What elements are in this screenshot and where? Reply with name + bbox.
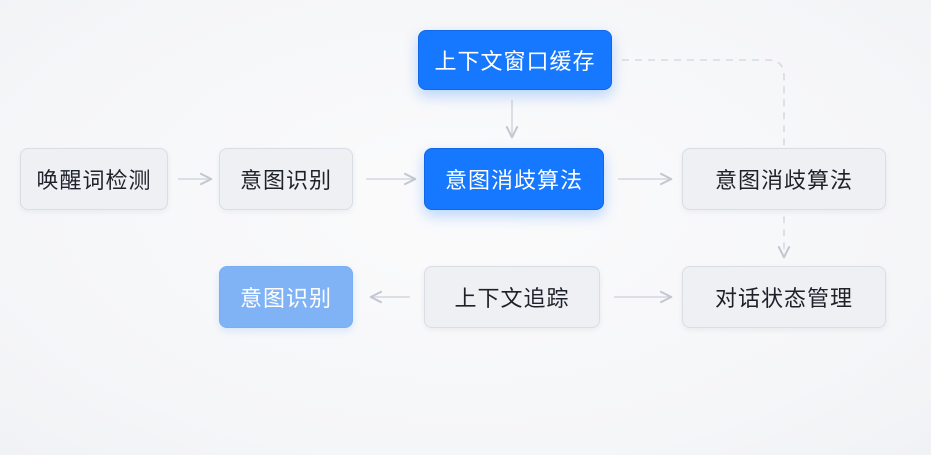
node-intent-recognition[interactable]: 意图识别 — [219, 148, 353, 210]
node-intent-disambiguation-primary[interactable]: 意图消歧算法 — [424, 148, 604, 210]
node-intent-recognition-output[interactable]: 意图识别 — [219, 266, 353, 328]
node-wake-word-detection[interactable]: 唤醒词检测 — [20, 148, 168, 210]
node-dialog-state-management[interactable]: 对话状态管理 — [682, 266, 886, 328]
node-context-window-cache[interactable]: 上下文窗口缓存 — [418, 30, 612, 90]
node-intent-disambiguation-secondary[interactable]: 意图消歧算法 — [682, 148, 886, 210]
node-context-tracking[interactable]: 上下文追踪 — [424, 266, 600, 328]
